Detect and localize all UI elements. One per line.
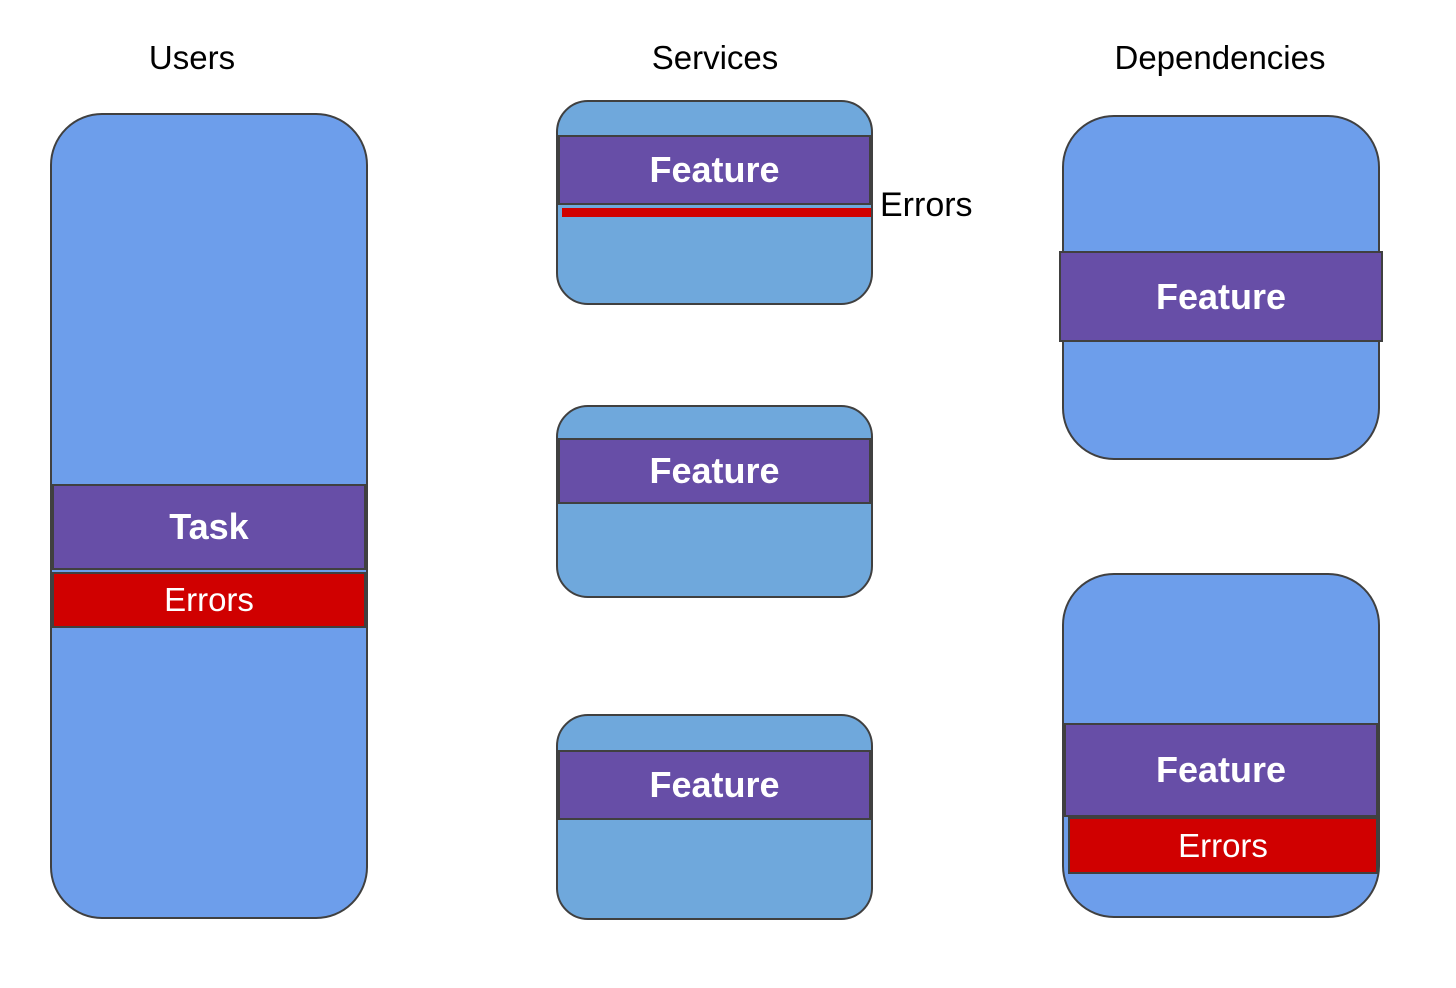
column-title-users: Users xyxy=(148,39,236,76)
feature-band: Feature xyxy=(1059,251,1383,342)
feature-band-label: Feature xyxy=(1155,749,1287,790)
errors-annotation-label: Errors xyxy=(880,186,973,224)
feature-band: Feature xyxy=(558,750,871,820)
dependencies-card-1: Feature xyxy=(1059,115,1383,460)
feature-band-label: Feature xyxy=(649,450,780,491)
feature-band: Feature xyxy=(1064,723,1378,817)
feature-band-label: Feature xyxy=(1155,275,1287,317)
column-title-dependencies: Dependencies xyxy=(1114,39,1326,76)
errors-band: Errors xyxy=(52,572,366,628)
column-title-services: Services xyxy=(651,39,779,76)
services-card-1: Feature xyxy=(556,100,873,305)
errors-band: Errors xyxy=(1068,817,1378,874)
errors-band-label: Errors xyxy=(164,581,254,618)
error-rate-line xyxy=(562,208,871,217)
feature-band-label: Feature xyxy=(649,149,780,190)
users-card: Task Errors xyxy=(50,113,368,919)
services-card-3: Feature xyxy=(556,714,873,920)
errors-band-label: Errors xyxy=(1178,826,1268,864)
feature-band-label: Feature xyxy=(649,764,780,805)
feature-band: Feature xyxy=(558,135,871,205)
task-band-label: Task xyxy=(169,506,249,547)
dependencies-card-2: Feature Errors xyxy=(1062,573,1380,918)
task-band: Task xyxy=(52,484,366,570)
services-card-2: Feature xyxy=(556,405,873,598)
feature-band: Feature xyxy=(558,438,871,504)
